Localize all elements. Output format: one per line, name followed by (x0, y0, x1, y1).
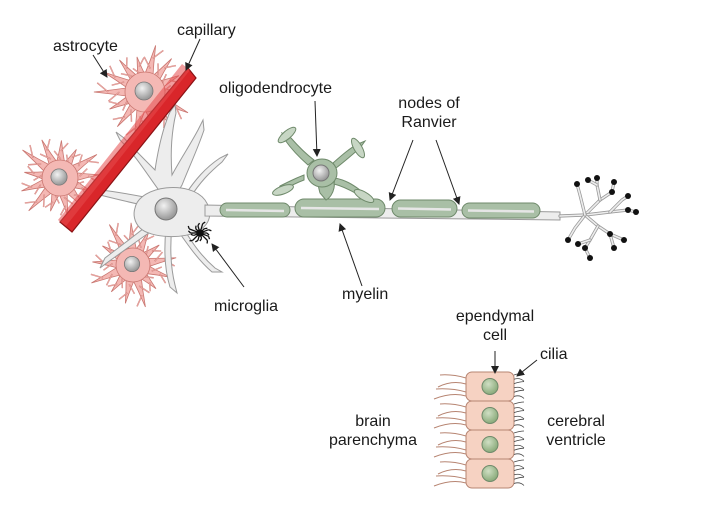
cilium (513, 389, 525, 393)
label-brain-line2: parenchyma (328, 432, 418, 449)
label-brain-line1: brain (355, 413, 391, 430)
synaptic-bouton (565, 237, 571, 243)
label-myelin: myelin (342, 286, 389, 303)
label-ependymal-line1: ependymal (455, 308, 535, 325)
cilium (513, 430, 525, 434)
cilium (513, 473, 525, 478)
cilium (513, 436, 525, 440)
myelin-sheaths (219, 198, 541, 219)
synaptic-bouton (625, 207, 631, 213)
astrocyte-nucleus (50, 168, 68, 186)
ependymal-cell (433, 429, 525, 460)
synaptic-bouton (611, 179, 617, 185)
astrocyte-nucleus (123, 255, 141, 273)
oligodendrocyte-nucleus (312, 164, 330, 182)
ependymal-nucleus (481, 378, 499, 395)
synaptic-bouton (585, 177, 591, 183)
synaptic-bouton (594, 175, 600, 181)
ependymal-nucleus (481, 407, 499, 424)
label-ependymal-cell: ependymal cell (442, 307, 548, 345)
synaptic-bouton (609, 189, 615, 195)
label-nodes-line2: Ranvier (401, 114, 457, 131)
ependymal-cell (433, 458, 525, 489)
label-capillary: capillary (177, 22, 236, 39)
synaptic-bouton (582, 245, 588, 251)
label-cilia: cilia (540, 346, 568, 363)
ependymal-nucleus (481, 465, 499, 482)
ependymal-nucleus (481, 436, 499, 453)
label-astrocyte: astrocyte (53, 38, 118, 55)
ependymal-cells (433, 371, 525, 489)
label-nodes-line1: nodes of (398, 95, 460, 112)
cilium (513, 386, 525, 391)
label-nodes-of-ranvier: nodes of Ranvier (386, 94, 472, 132)
neuron-nucleus (154, 197, 178, 221)
astrocyte-nucleus (134, 81, 154, 101)
label-arrows (92, 38, 538, 377)
label-microglia: microglia (214, 298, 279, 315)
capillary-vessel (58, 64, 197, 233)
cilium (513, 401, 525, 405)
cilium (513, 482, 525, 486)
label-ependymal-line2: cell (482, 327, 507, 344)
cilium (513, 424, 525, 428)
ependymal-cell (433, 371, 525, 402)
synaptic-bouton (574, 181, 580, 187)
axon-terminal (558, 175, 639, 261)
cilium (513, 415, 525, 420)
cilium (513, 395, 525, 399)
cilium (513, 453, 525, 457)
label-cerebral-ventricle: cerebral ventricle (531, 412, 621, 450)
cilium (513, 468, 525, 471)
cilium (513, 444, 525, 449)
synaptic-bouton (587, 255, 593, 261)
ependymal-cell (433, 400, 525, 431)
cilium (513, 439, 525, 442)
label-brain-parenchyma: brain parenchyma (318, 412, 428, 450)
cilium (513, 378, 525, 382)
label-oligodendrocyte: oligodendrocyte (219, 80, 332, 97)
cilium (513, 407, 525, 411)
cilium (513, 476, 525, 480)
microglia-cell (187, 221, 212, 244)
synaptic-bouton (625, 193, 631, 199)
label-cerebral-line2: ventricle (546, 432, 606, 449)
label-cerebral-line1: cerebral (547, 413, 605, 430)
astrocyte-cell (21, 138, 100, 217)
cilium (513, 465, 525, 469)
synaptic-bouton (633, 209, 639, 215)
cilium (513, 381, 525, 384)
cilium (513, 418, 525, 422)
oligodendrocyte (272, 126, 375, 203)
synaptic-bouton (611, 245, 617, 251)
cilium (513, 447, 525, 451)
synaptic-bouton (607, 231, 613, 237)
synaptic-bouton (621, 237, 627, 243)
synaptic-bouton (575, 241, 581, 247)
cilium (513, 459, 525, 463)
cilium (513, 410, 525, 413)
